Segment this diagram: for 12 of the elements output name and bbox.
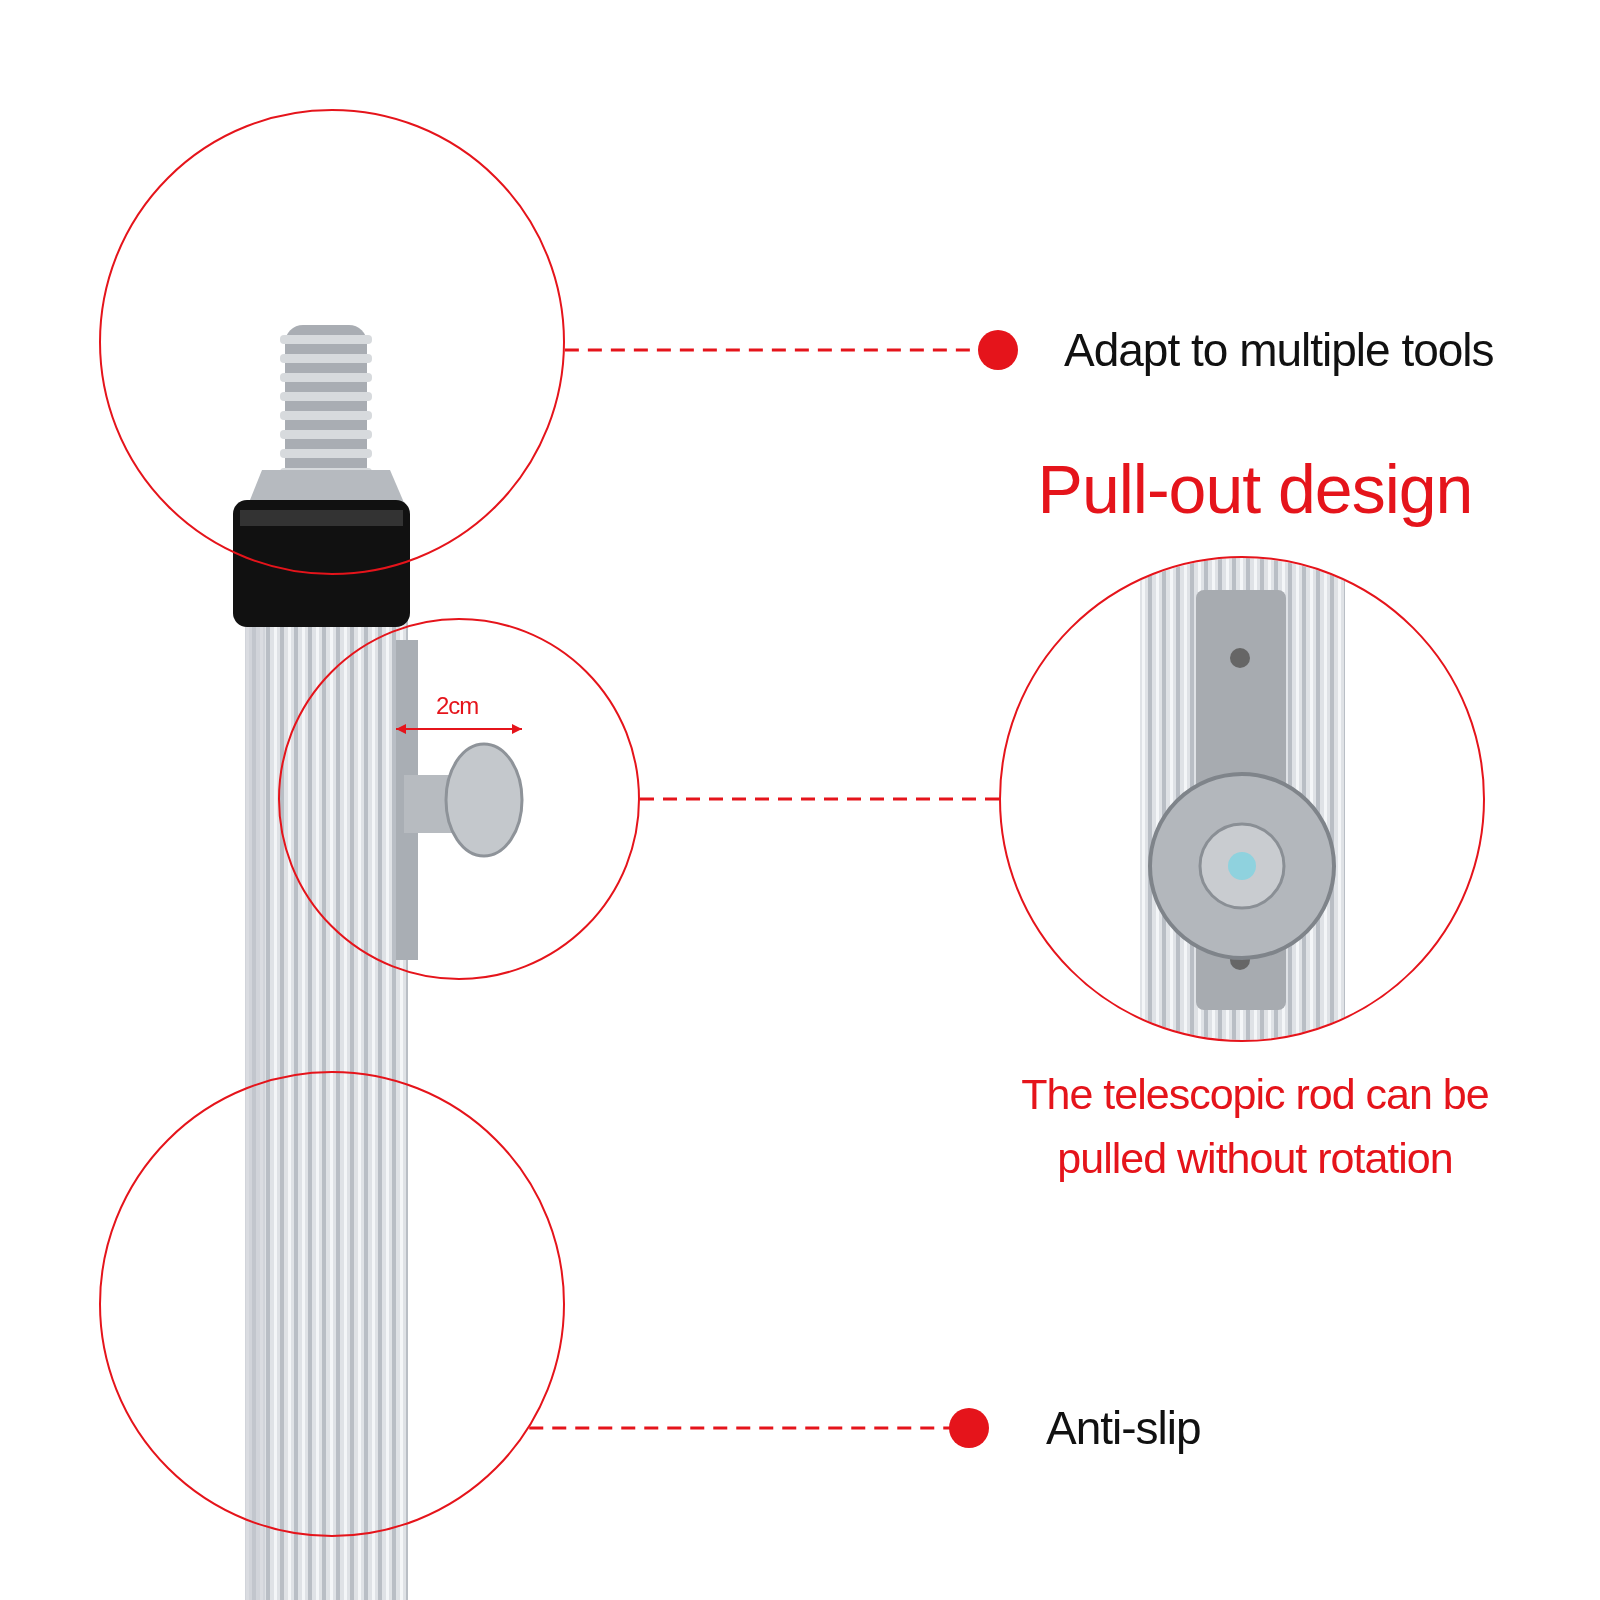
feature-description: The telescopic rod can be pulled without rotation bbox=[1020, 1069, 1490, 1184]
callout-circle bbox=[99, 1071, 565, 1537]
callout-circle bbox=[99, 109, 565, 575]
callout-text: Anti-slip bbox=[989, 1401, 1201, 1455]
leader-line bbox=[640, 797, 999, 801]
feature-heading: Pull-out design bbox=[1036, 450, 1474, 528]
callout-circle bbox=[278, 618, 640, 980]
leader-line bbox=[564, 330, 1018, 370]
callout-text: Adapt to multiple tools bbox=[1018, 323, 1494, 377]
leader-line bbox=[529, 1408, 989, 1448]
dimension-label: 2cm bbox=[436, 692, 479, 720]
callout-circle bbox=[999, 556, 1485, 1042]
